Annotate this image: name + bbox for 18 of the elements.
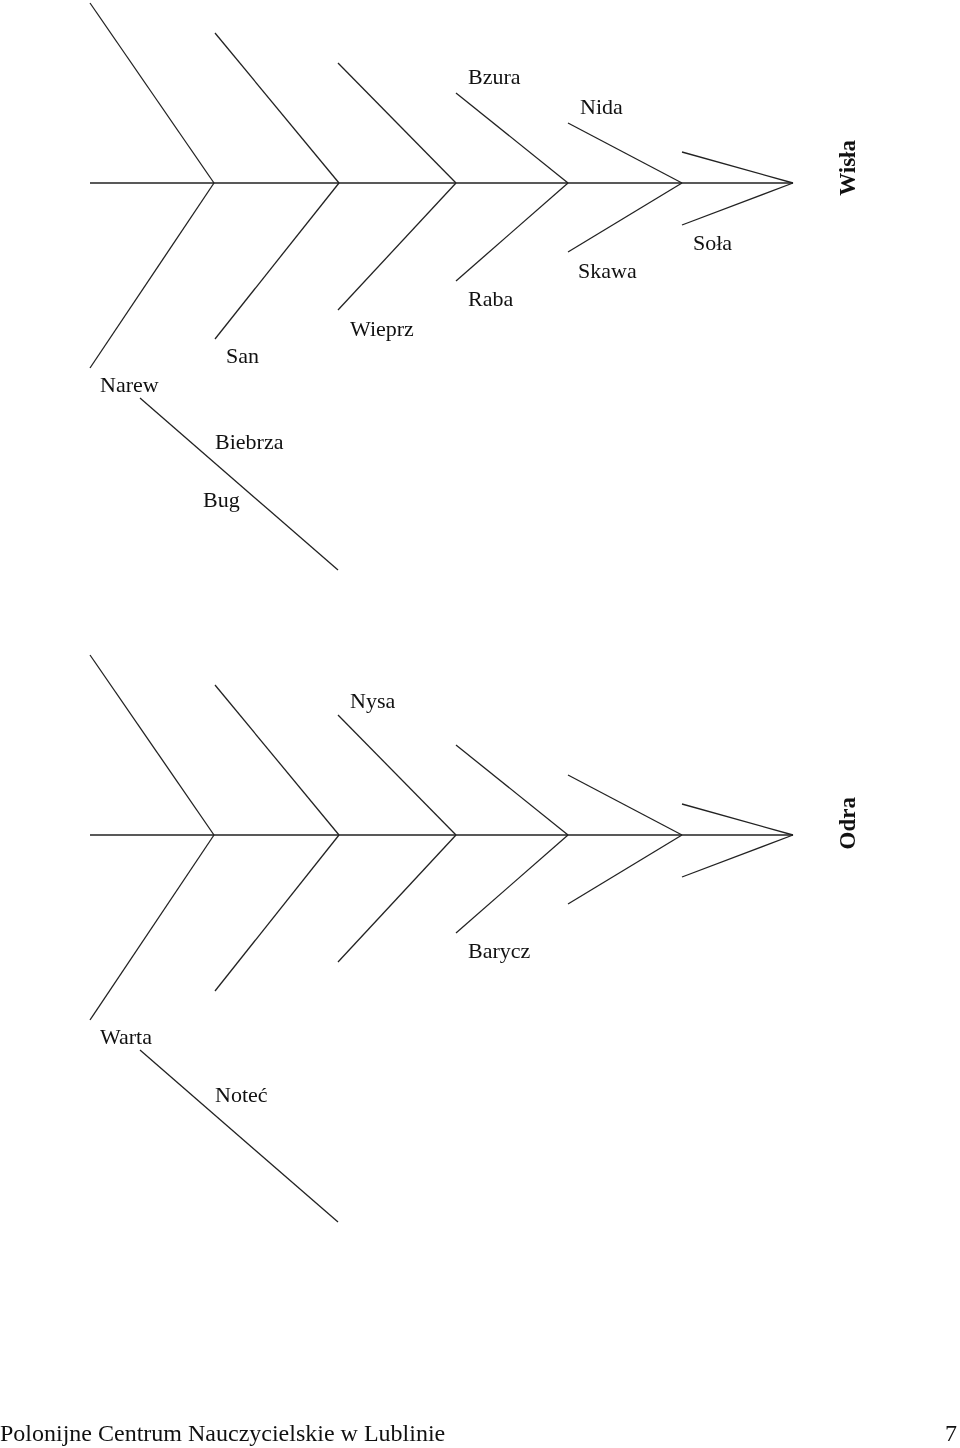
- river-name: Nysa: [350, 688, 396, 714]
- main-river-name: Wisła: [835, 140, 861, 196]
- river-name: Barycz: [468, 938, 531, 964]
- river-name: Warta: [100, 1024, 152, 1050]
- river-name: Biebrza: [215, 429, 284, 455]
- river-name: Bzura: [468, 64, 521, 90]
- page-number: 7: [945, 1420, 957, 1446]
- river-name: Narew: [100, 372, 159, 398]
- river-name: Noteć: [215, 1082, 268, 1108]
- river-name: Bug: [203, 487, 240, 513]
- river-name: San: [226, 343, 259, 369]
- footer-text: Polonijne Centrum Nauczycielskie w Lublinie: [0, 1420, 446, 1446]
- river-name: Skawa: [578, 258, 637, 284]
- river-name: Soła: [693, 230, 733, 256]
- main-river-name: Odra: [835, 797, 861, 850]
- river-name: Raba: [468, 286, 514, 312]
- river-name: Nida: [580, 94, 623, 120]
- river-name: Wieprz: [350, 316, 414, 342]
